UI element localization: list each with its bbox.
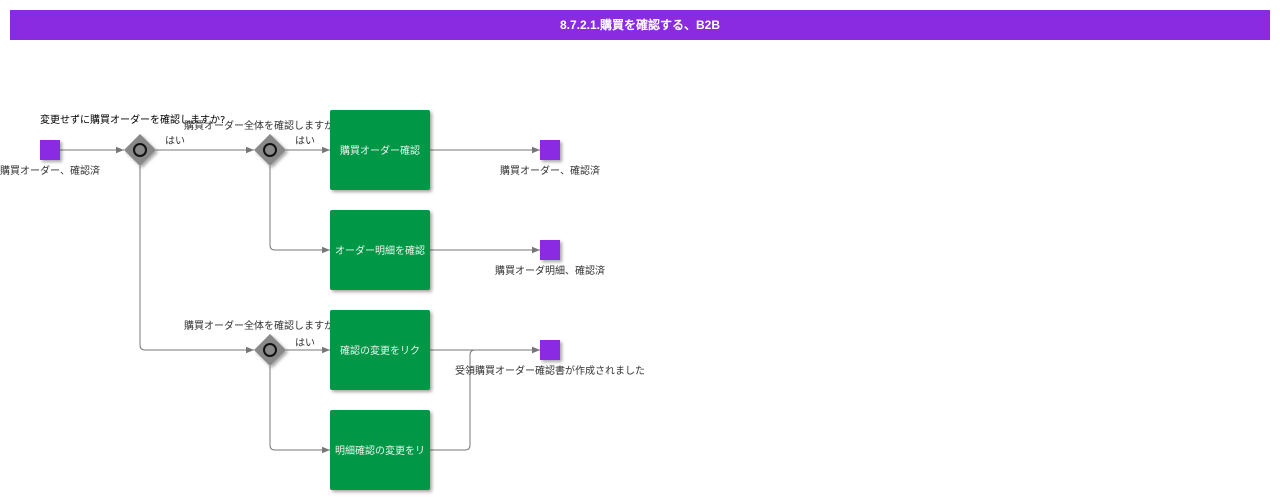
end-event-ack-created[interactable] [540,340,560,360]
event-icon [540,340,560,360]
flow-yes-label: はい [295,135,315,147]
event-icon [40,140,60,160]
task-request-confirmation-change[interactable]: 確認の変更をリク [330,310,430,390]
event-icon [540,140,560,160]
gateway-question-label: 変更せずに購買オーダーを確認しますか? [40,113,225,126]
task-request-line-confirmation-change[interactable]: 明細確認の変更をリ [330,410,430,490]
task-label: 確認の変更をリク [340,344,420,357]
diagram-title: 8.7.2.1.購買を確認する、B2B [10,10,1270,40]
end-event-header-confirmed[interactable] [540,140,560,160]
task-icon [330,310,430,390]
task-icon [330,110,430,190]
task-confirm-purchase-order[interactable]: 購買オーダー確認 [330,110,430,190]
exclusive-gateway-icon [124,134,156,166]
gateway-circle-icon [263,143,277,157]
flow-g1-to-g3[interactable] [139,166,254,354]
exclusive-gateway-icon [254,134,286,166]
flow-yes-label: はい [295,337,315,349]
task-label: オーダー明細を確認 [335,244,425,257]
gateway-circle-icon [133,143,147,157]
flow-g3-to-t4[interactable] [269,366,330,454]
task-confirm-order-line[interactable]: オーダー明細を確認 [330,210,430,290]
event-icon [540,240,560,260]
end-event-line-confirmed[interactable] [540,240,560,260]
task-icon [330,210,430,290]
exclusive-gateway-icon [254,334,286,366]
gateway-confirm-whole-order[interactable] [254,134,286,166]
end-event-label: 購買オーダー、確認済 [500,164,600,177]
flow-yes-label: はい [165,135,185,147]
start-event-label: 購買オーダー、確認済 [0,164,100,177]
end-event-label: 購買オーダ明細、確認済 [495,264,605,277]
task-label: 明細確認の変更をリ [335,444,425,457]
end-event-label: 受領購買オーダー確認書が作成されました [455,364,645,377]
gateway-question-label: 購買オーダー全体を確認しますか? [184,319,339,332]
flow-g2-to-t2[interactable] [269,166,330,254]
gateway-circle-icon [263,343,277,357]
gateway-confirm-unchanged[interactable] [124,134,156,166]
flow-t4-to-end3[interactable] [430,346,540,451]
connectors [60,146,540,454]
gateway-confirm-whole-order-2[interactable] [254,334,286,366]
task-label: 購買オーダー確認 [340,144,420,157]
start-event[interactable] [40,140,60,160]
task-icon [330,410,430,490]
gateway-question-label: 購買オーダー全体を確認しますか? [184,119,339,132]
